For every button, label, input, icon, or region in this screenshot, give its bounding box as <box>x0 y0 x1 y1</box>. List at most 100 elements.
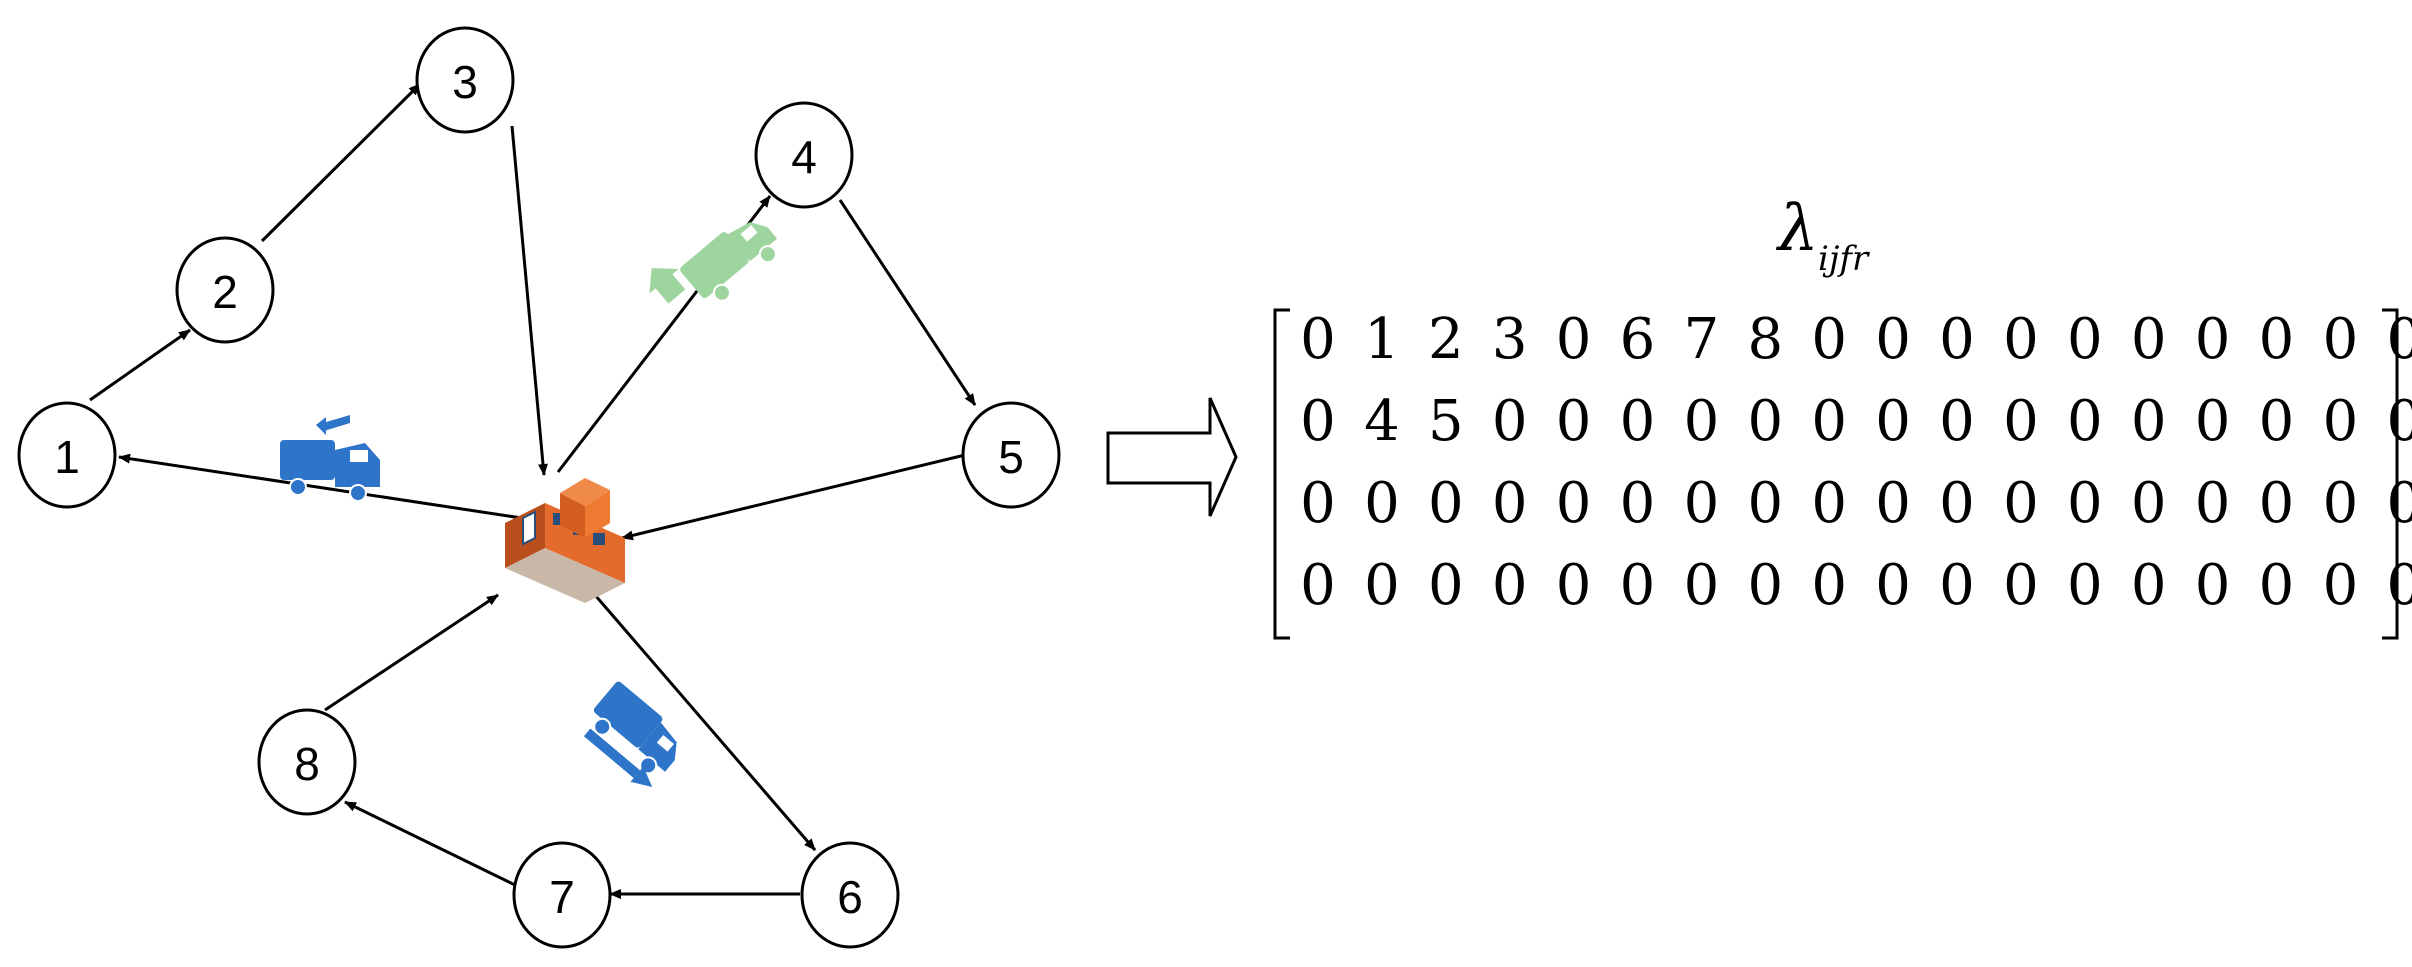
matrix-cell: 0 <box>2386 389 2412 454</box>
lambda-symbol: λ <box>1775 192 1819 266</box>
matrix-cell: 0 <box>1620 389 1656 454</box>
matrix-cell: 0 <box>1811 471 1847 536</box>
matrix-cell: 0 <box>1875 389 1911 454</box>
node-label: 1 <box>54 431 80 483</box>
node-3: 3 <box>415 26 515 134</box>
matrix-cell: 0 <box>1492 553 1528 618</box>
matrix-cell: 0 <box>1620 553 1656 618</box>
delivery-truck-icon <box>280 415 380 502</box>
edge-depot-1 <box>118 453 549 524</box>
edge-depot-6 <box>593 594 817 851</box>
matrix-cell: 0 <box>1684 471 1720 536</box>
node-label: 7 <box>549 871 575 923</box>
matrix-cell: 0 <box>2386 307 2412 372</box>
edge-2-3 <box>260 82 422 243</box>
delivery-truck-icon <box>583 681 677 788</box>
matrix-cell: 0 <box>1428 471 1464 536</box>
node-label: 4 <box>791 131 817 183</box>
edge-4-5 <box>838 199 977 406</box>
matrix-cell: 1 <box>1364 307 1400 372</box>
matrix-cell: 0 <box>1875 553 1911 618</box>
matrix-cell: 0 <box>2195 553 2231 618</box>
matrix-cell: 0 <box>2003 307 2039 372</box>
matrix-cell: 0 <box>1939 307 1975 372</box>
edge-8-depot <box>324 593 499 712</box>
right-arrow-icon <box>1106 397 1238 517</box>
matrix-cell: 0 <box>2067 307 2103 372</box>
matrix-cell: 0 <box>2259 553 2295 618</box>
matrix-cell: 0 <box>2195 389 2231 454</box>
node-4: 4 <box>754 101 854 209</box>
edge-1-2 <box>89 328 191 402</box>
matrix-cell: 0 <box>1811 307 1847 372</box>
matrix-cell: 7 <box>1684 307 1720 372</box>
node-6: 6 <box>800 841 900 949</box>
matrix-cell: 0 <box>2195 307 2231 372</box>
matrix-cell: 0 <box>2003 471 2039 536</box>
edge-5-depot <box>621 453 966 541</box>
matrix-cell: 0 <box>2131 471 2167 536</box>
matrix-cell: 0 <box>1747 553 1783 618</box>
matrix-cell: 0 <box>2259 471 2295 536</box>
matrix-cell: 0 <box>1620 471 1656 536</box>
edge-7-8 <box>344 800 516 887</box>
matrix-cell: 0 <box>1747 471 1783 536</box>
node-label: 2 <box>212 266 238 318</box>
matrix-cell: 0 <box>1939 471 1975 536</box>
matrix-cell: 0 <box>1300 471 1336 536</box>
matrix-cell: 0 <box>1811 553 1847 618</box>
matrix-cell: 0 <box>1747 389 1783 454</box>
matrix-cell: 8 <box>1747 307 1783 372</box>
matrix-cell: 0 <box>2386 471 2412 536</box>
matrix-cell: 0 <box>1684 553 1720 618</box>
matrix-cell: 0 <box>2323 553 2359 618</box>
edge-3-depot <box>510 125 548 476</box>
matrix-cell: 0 <box>1428 553 1464 618</box>
matrix-cell: 0 <box>2259 307 2295 372</box>
matrix-cell: 0 <box>2323 307 2359 372</box>
matrix-cell: 3 <box>1492 307 1528 372</box>
delivery-truck-icon <box>649 222 778 304</box>
matrix-cell: 2 <box>1428 307 1464 372</box>
matrix-cell: 0 <box>1300 307 1336 372</box>
matrix-cell: 0 <box>1556 307 1592 372</box>
node-2: 2 <box>175 236 275 344</box>
matrix-cell: 0 <box>2067 389 2103 454</box>
matrix-cell: 0 <box>1556 471 1592 536</box>
matrix-cell: 0 <box>1364 471 1400 536</box>
matrix-cell: 0 <box>2003 553 2039 618</box>
matrix-cell: 0 <box>2323 471 2359 536</box>
node-label: 6 <box>837 871 863 923</box>
matrix-cell: 0 <box>2323 389 2359 454</box>
node-7: 7 <box>512 841 612 949</box>
node-5: 5 <box>961 401 1061 509</box>
matrix-cell: 0 <box>1300 389 1336 454</box>
matrix-cell: 0 <box>2131 307 2167 372</box>
matrix-cell: 0 <box>1556 389 1592 454</box>
matrix-cell: 0 <box>2131 389 2167 454</box>
node-label: 5 <box>998 431 1024 483</box>
matrix-left-bracket <box>1273 308 1290 640</box>
matrix-cell: 0 <box>2067 553 2103 618</box>
matrix-cell: 0 <box>1300 553 1336 618</box>
matrix-right-bracket <box>2382 308 2399 640</box>
matrix-cell: 0 <box>1492 471 1528 536</box>
lambda-subscript: ijfr <box>1818 239 1870 279</box>
matrix-cell: 0 <box>2003 389 2039 454</box>
matrix-cell: 0 <box>1492 389 1528 454</box>
warehouse-icon <box>505 478 625 603</box>
matrix-cell: 0 <box>1811 389 1847 454</box>
matrix-cell: 0 <box>1875 307 1911 372</box>
matrix-cell: 0 <box>2131 553 2167 618</box>
route-edges <box>89 82 977 899</box>
matrix-cell: 0 <box>2195 471 2231 536</box>
matrix-cell: 0 <box>2067 471 2103 536</box>
matrix-cell: 0 <box>1684 389 1720 454</box>
node-8: 8 <box>257 708 357 816</box>
matrix-cell: 0 <box>2386 553 2412 618</box>
matrix-cell: 0 <box>2259 389 2295 454</box>
matrix-cell: 0 <box>1556 553 1592 618</box>
node-label: 8 <box>294 738 320 790</box>
matrix-cell: 4 <box>1364 389 1400 454</box>
